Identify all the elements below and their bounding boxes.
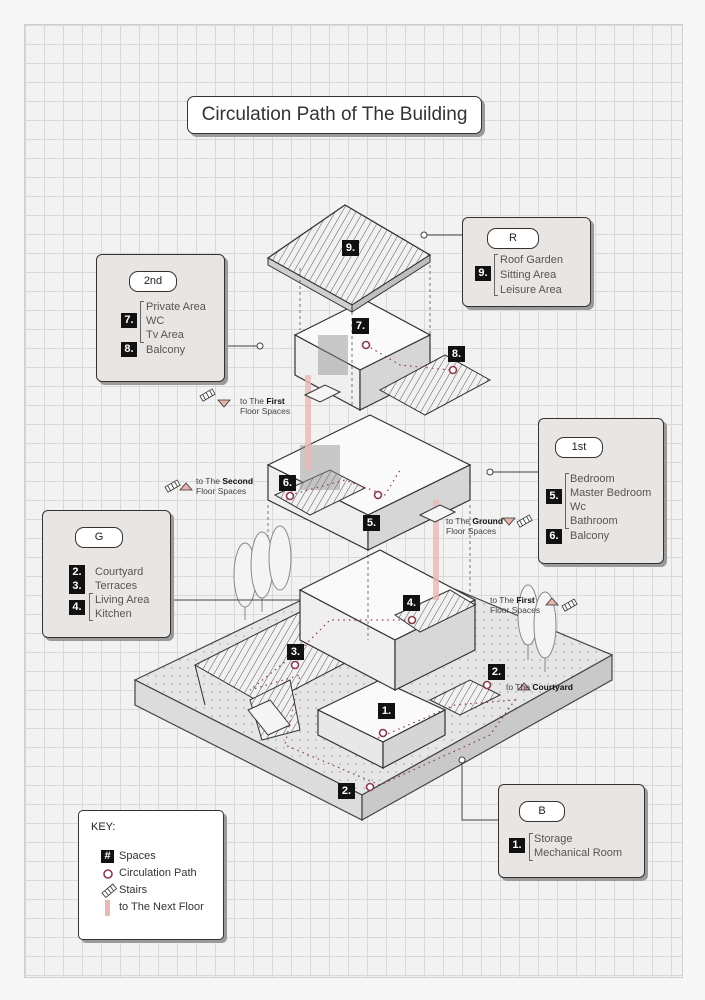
note-target: First [516, 595, 535, 605]
roof-plane [266, 204, 432, 313]
floor-tag-basement: B [519, 801, 565, 822]
page-title: Circulation Path of The Building [187, 96, 482, 134]
second-floor-box [293, 299, 492, 416]
space-master-bedroom: Master Bedroom [570, 487, 652, 499]
site-base [133, 559, 614, 822]
space-number-9: 9. [475, 266, 491, 281]
note-target: Second [222, 476, 254, 486]
space-number-1: 1. [509, 838, 525, 853]
note-to-second: to The Second Floor Spaces [196, 476, 253, 496]
space-number-6: 6. [546, 529, 562, 544]
note-target: Courtyard [532, 682, 573, 692]
space-living-area: Living Area [95, 594, 150, 606]
space-number-8: 8. [121, 342, 137, 357]
key-item-spaces: Spaces [119, 850, 156, 862]
floor-tag-second: 2nd [129, 271, 177, 292]
note-prefix: to The [240, 396, 264, 406]
space-private-area: Private Area [146, 301, 206, 313]
leader-end-circles [256, 231, 494, 764]
note-prefix: to The [446, 516, 470, 526]
space-bathroom: Bathroom [570, 515, 618, 527]
note-prefix: to The [506, 682, 530, 692]
circulation-path [249, 344, 517, 786]
panel-first: 1st 5. 6. Bedroom Master Bedroom Wc Bath… [538, 418, 664, 564]
key-panel: KEY: # Spaces Circulation Path Stairs to… [78, 810, 224, 940]
panel-roof: R 9. Roof Garden Sitting Area Leisure Ar… [462, 217, 591, 307]
floor-tag-ground: G [75, 527, 123, 548]
item-bracket [89, 593, 93, 621]
drawing-mark-4: 4. [403, 595, 420, 611]
note-to-first-right: to The First Floor Spaces [490, 595, 540, 615]
space-roof-garden: Roof Garden [500, 254, 563, 266]
space-number-4: 4. [69, 600, 85, 615]
space-tv-area: Tv Area [146, 329, 184, 341]
drawing-mark-1: 1. [378, 703, 395, 719]
nav-stair-icons [164, 388, 578, 612]
space-sitting-area: Sitting Area [500, 269, 557, 281]
nav-triangles [179, 399, 559, 691]
key-heading: KEY: [91, 821, 116, 833]
floor-tag-roof: R [487, 228, 539, 249]
drawing-mark-8: 8. [448, 346, 465, 362]
space-wc: Wc [570, 501, 586, 513]
next-floor-icon [105, 900, 110, 916]
drawing-mark-2a: 2. [488, 664, 505, 680]
note-line2: Floor Spaces [490, 605, 541, 615]
note-to-courtyard: to The Courtyard [506, 682, 573, 692]
circulation-nodes [285, 340, 492, 792]
note-prefix: to The [490, 595, 514, 605]
space-number-2: 2. [69, 565, 85, 580]
note-target: First [266, 396, 285, 406]
spaces-symbol: # [101, 850, 114, 863]
drawing-mark-7: 7. [352, 318, 369, 334]
stairs [247, 384, 457, 736]
space-kitchen: Kitchen [95, 608, 132, 620]
space-leisure-area: Leisure Area [500, 284, 562, 296]
note-prefix: to The [196, 476, 220, 486]
space-courtyard: Courtyard [95, 566, 144, 578]
panel-basement: B 1. Storage Mechanical Room [498, 784, 645, 878]
ground-floor-box [298, 549, 477, 691]
space-wc: WC [146, 315, 165, 327]
basement-box [316, 679, 502, 769]
trees [233, 525, 557, 672]
space-bedroom: Bedroom [570, 473, 615, 485]
circulation-node-icon [103, 869, 113, 879]
panel-ground: G 2. 3. 4. Courtyard Terraces Living Are… [42, 510, 171, 638]
space-terraces: Terraces [95, 580, 138, 592]
next-floor-connectors [305, 375, 439, 600]
space-number-7: 7. [121, 313, 137, 328]
space-storage: Storage [534, 833, 573, 845]
note-to-first-top: to The First Floor Spaces [240, 396, 290, 416]
item-bracket [140, 301, 144, 343]
drawing-mark-9: 9. [342, 240, 359, 256]
key-item-circulation-path: Circulation Path [119, 867, 197, 879]
stairs-icon [101, 883, 117, 899]
drawing-mark-3: 3. [287, 644, 304, 660]
space-balcony: Balcony [146, 344, 186, 356]
leader-lines [170, 234, 538, 821]
floor-tag-first: 1st [555, 437, 603, 458]
note-to-ground: to The Ground Floor Spaces [446, 516, 503, 536]
item-bracket [494, 254, 498, 296]
item-bracket [529, 833, 533, 861]
drawing-mark-2b: 2. [338, 783, 355, 799]
note-line2: Floor Spaces [446, 526, 497, 536]
space-number-5: 5. [546, 489, 562, 504]
item-bracket [565, 473, 569, 529]
space-mechanical-room: Mechanical Room [534, 847, 623, 859]
drawing-mark-5: 5. [363, 515, 380, 531]
note-line2: Floor Spaces [240, 406, 291, 416]
note-line2: Floor Spaces [196, 486, 247, 496]
key-item-next-floor: to The Next Floor [119, 901, 204, 913]
space-number-3: 3. [69, 579, 85, 594]
drawing-mark-6: 6. [279, 475, 296, 491]
panel-second: 2nd 7. 8. Private Area WC Tv Area Balcon… [96, 254, 225, 382]
space-balcony: Balcony [570, 530, 610, 542]
key-item-stairs: Stairs [119, 884, 148, 896]
note-target: Ground [472, 516, 504, 526]
